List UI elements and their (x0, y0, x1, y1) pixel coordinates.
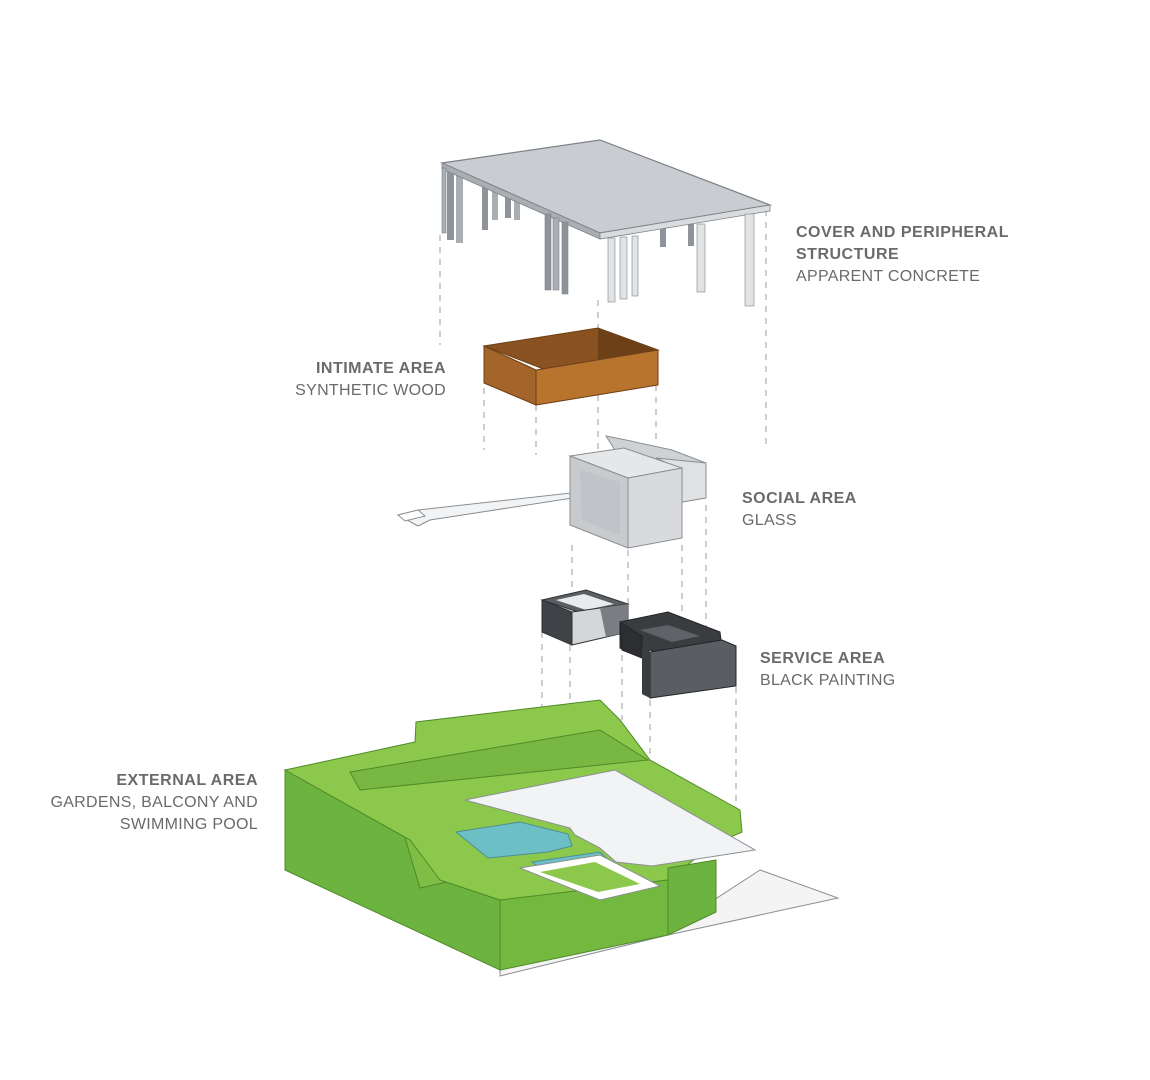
label-external-material-line2: SWIMMING POOL (119, 816, 258, 833)
synthetic-wood-box (482, 327, 660, 406)
black-painted-volumes (540, 589, 737, 699)
label-service-title: SERVICE AREA (760, 650, 886, 667)
garden-terrain (283, 699, 840, 977)
label-cover-title-line1: COVER AND PERIPHERAL (796, 224, 1009, 241)
label-social-material: GLASS (742, 512, 797, 529)
label-service-material: BLACK PAINTING (760, 672, 896, 689)
label-service-area: SERVICE AREA BLACK PAINTING (760, 648, 896, 692)
label-intimate-material: SYNTHETIC WOOD (295, 382, 446, 399)
label-external-title: EXTERNAL AREA (116, 772, 258, 789)
label-external-area: EXTERNAL AREA GARDENS, BALCONY AND SWIMM… (20, 770, 258, 836)
label-social-area: SOCIAL AREA GLASS (742, 488, 857, 532)
label-intimate-title: INTIMATE AREA (315, 360, 446, 377)
label-social-title: SOCIAL AREA (742, 490, 857, 507)
label-cover-structure: COVER AND PERIPHERAL STRUCTURE APPARENT … (796, 222, 1009, 288)
label-external-material-line1: GARDENS, BALCONY AND (50, 794, 258, 811)
glass-volume (396, 435, 707, 549)
label-cover-material: APPARENT CONCRETE (796, 268, 981, 285)
concrete-cover-structure (439, 139, 773, 307)
label-intimate-area: INTIMATE AREA SYNTHETIC WOOD (240, 358, 446, 402)
label-cover-title-line2: STRUCTURE (796, 246, 900, 263)
